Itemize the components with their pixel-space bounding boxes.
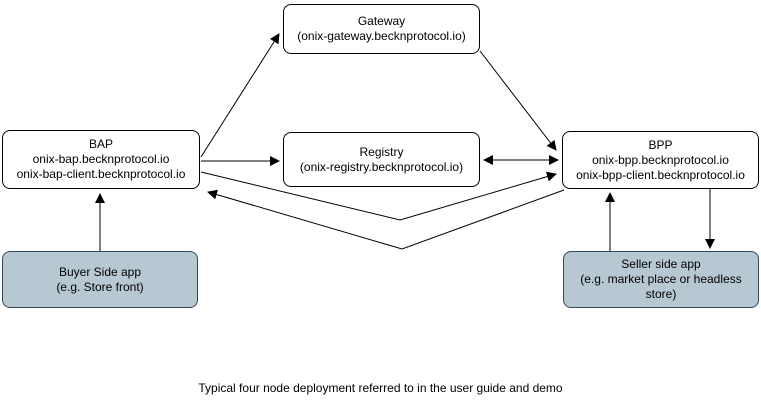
bap-client-domain: onix-bap-client.becknprotocol.io	[16, 167, 186, 181]
bpp-node: BPP onix-bpp.becknprotocol.io onix-bpp-c…	[562, 131, 759, 189]
bap-node: BAP onix-bap.becknprotocol.io onix-bap-c…	[2, 130, 200, 189]
arrow-bap-to-gateway	[200, 33, 280, 158]
buyer-app-example: (e.g. Store front)	[56, 279, 144, 294]
bpp-domain: onix-bpp.becknprotocol.io	[592, 152, 729, 167]
bpp-title: BPP	[648, 137, 673, 152]
arrow-bap-to-bpp	[200, 171, 557, 221]
buyer-side-app-node: Buyer Side app (e.g. Store front)	[2, 251, 198, 308]
bap-domain: onix-bap.becknprotocol.io	[32, 152, 170, 166]
gateway-node: Gateway (onix-gateway.becknprotocol.io)	[283, 4, 480, 54]
arrow-gateway-to-bpp	[479, 50, 557, 151]
registry-node: Registry (onix-registry.becknprotocol.io…	[283, 132, 480, 187]
seller-app-title: Seller side app	[621, 257, 701, 271]
bpp-client-domain: onix-bpp-client.becknprotocol.io	[576, 167, 745, 182]
diagram-caption: Typical four node deployment referred to…	[198, 381, 563, 395]
seller-side-app-node: Seller side app (e.g. market place or he…	[563, 251, 759, 308]
gateway-title: Gateway	[357, 14, 406, 28]
gateway-domain: (onix-gateway.becknprotocol.io)	[297, 29, 466, 43]
buyer-app-title: Buyer Side app	[58, 264, 142, 279]
bap-title: BAP	[88, 137, 113, 151]
arrow-bpp-to-bap	[207, 189, 565, 250]
seller-app-example: (e.g. market place or headless store)	[580, 272, 742, 301]
registry-title: Registry	[359, 144, 404, 159]
registry-domain: (onix-registry.becknprotocol.io)	[299, 159, 464, 174]
